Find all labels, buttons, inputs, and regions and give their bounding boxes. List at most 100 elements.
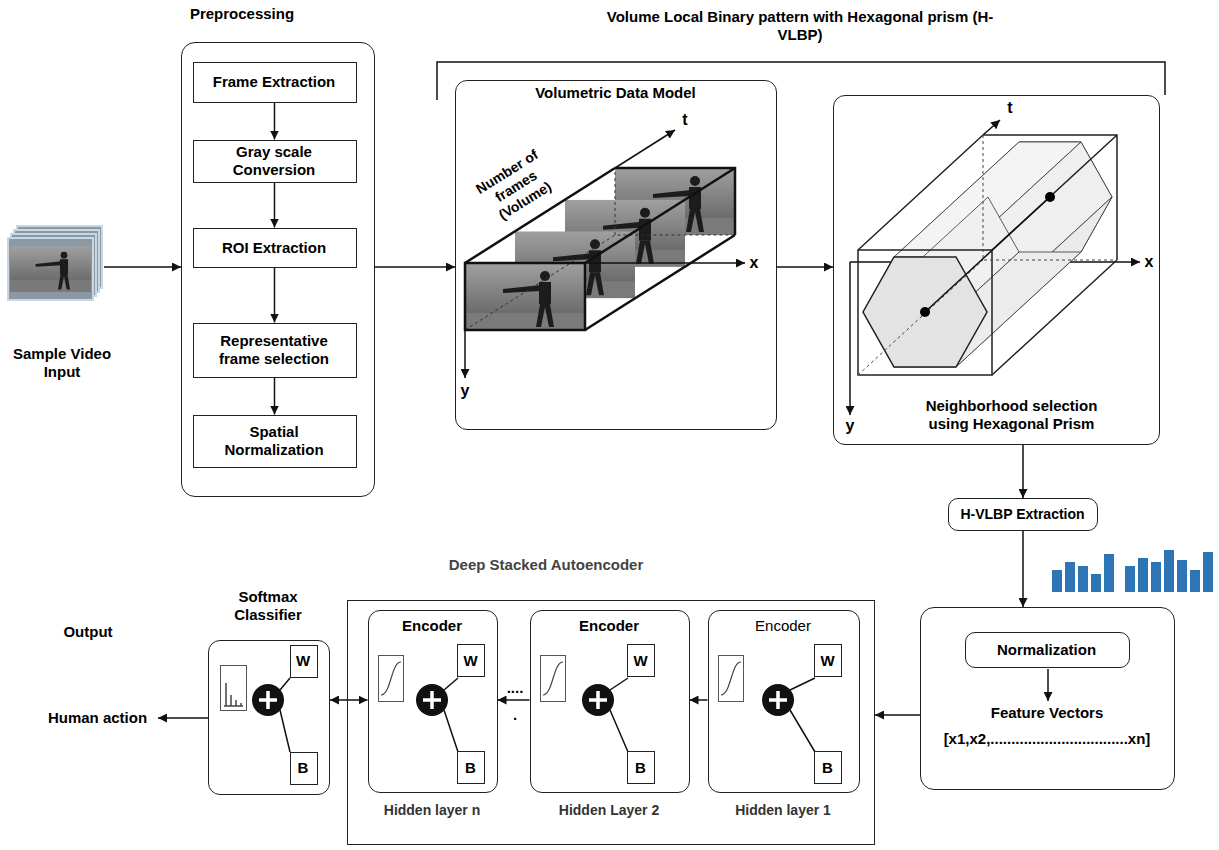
process-box: Normalization xyxy=(965,632,1130,668)
weight-link xyxy=(790,678,815,752)
cuboid-face xyxy=(465,263,585,330)
preprocessing-panel: PreprocessingFrame ExtractionGray scale … xyxy=(181,42,375,497)
process-box: Gray scale Conversion xyxy=(193,140,357,183)
x-axis xyxy=(585,262,745,264)
weight-link xyxy=(610,678,628,752)
matrix-label: W xyxy=(291,652,316,670)
prism-face xyxy=(863,197,1019,367)
process-label: H-VLBP Extraction xyxy=(954,506,1091,523)
panel-caption: Neighborhood selection using Hexagonal P… xyxy=(909,397,1114,433)
output-label: Human action xyxy=(40,709,155,727)
softmax-unit xyxy=(221,666,291,753)
axis-label: x xyxy=(1143,252,1155,271)
feature-panel: Feature Vectors[x1,x2,..................… xyxy=(920,607,1175,790)
matrix-label: W xyxy=(458,652,483,670)
flow-arrow xyxy=(330,699,368,701)
sigmoid-icon xyxy=(379,656,404,702)
bias-box: B xyxy=(457,751,485,784)
flow-arrow xyxy=(777,266,833,268)
section-title: Volume Local Binary pattern with Hexagon… xyxy=(600,8,1000,44)
flow-arrow xyxy=(274,378,276,415)
bias-box: B xyxy=(814,751,842,784)
histogram-bar xyxy=(1052,570,1062,592)
output-heading: Output xyxy=(48,623,128,641)
matrix-label: B xyxy=(815,759,840,777)
axis-label: t xyxy=(1004,98,1016,117)
flow-arrow xyxy=(498,699,530,701)
softmax-box: Softmax ClassifierWB xyxy=(208,640,330,795)
flow-arrow xyxy=(875,714,920,716)
sigmoid-icon xyxy=(541,656,566,702)
matrix-label: B xyxy=(291,759,316,777)
axis-label: y xyxy=(459,381,471,400)
t-axis xyxy=(983,120,1000,135)
feature-vector: [x1,x2,.................................… xyxy=(921,730,1173,748)
flow-arrow xyxy=(375,266,455,268)
ellipsis-mark: .... xyxy=(502,679,528,697)
histogram-bar xyxy=(1203,552,1213,592)
panel-heading: Deep Stacked Autoencoder xyxy=(396,556,696,574)
flow-arrow xyxy=(690,699,708,701)
encoder-box: EncoderHidden layer nWB xyxy=(368,610,498,793)
weight-box: W xyxy=(290,645,318,678)
bias-box: B xyxy=(627,751,655,784)
center-line xyxy=(925,197,1050,312)
hexagon-front xyxy=(863,257,987,367)
ellipsis-mark: . xyxy=(502,706,528,724)
axis-label: y xyxy=(844,416,856,435)
flow-arrow xyxy=(104,266,181,268)
weight-link xyxy=(444,678,458,752)
sum-node xyxy=(762,684,794,716)
process-label: Gray scale Conversion xyxy=(204,143,345,179)
video-image xyxy=(10,246,91,291)
center-pixel xyxy=(1045,192,1055,202)
weight-box: W xyxy=(814,644,842,677)
softmax-bars xyxy=(224,683,243,706)
histogram-bar xyxy=(1151,562,1161,592)
process-box: H-VLBP Extraction xyxy=(948,498,1098,531)
flow-arrow xyxy=(1022,531,1024,607)
video-frame xyxy=(465,263,585,330)
histogram-bar xyxy=(1190,570,1200,592)
sigmoid-icon xyxy=(719,656,744,702)
matrix-label: B xyxy=(458,759,483,777)
panel-heading: Volumetric Data Model xyxy=(456,84,775,102)
center-pixel xyxy=(920,307,930,317)
encoder-unit xyxy=(541,656,629,753)
weight-link xyxy=(280,678,290,752)
t-axis xyxy=(615,130,675,168)
video-frame xyxy=(8,238,93,300)
input-caption: Sample Video Input xyxy=(5,345,119,381)
histograms xyxy=(1052,550,1213,592)
process-label: Frame Extraction xyxy=(204,73,345,91)
encoder-heading: Encoder xyxy=(369,617,496,635)
axis-label: t xyxy=(679,110,691,129)
process-label: Normalization xyxy=(971,641,1123,659)
process-box: Frame Extraction xyxy=(193,62,357,103)
process-box: Representative frame selection xyxy=(193,323,357,378)
flow-arrow xyxy=(274,103,276,140)
volume-panel: Volumetric Data ModelNumber of frames (V… xyxy=(455,80,777,430)
process-label: ROI Extraction xyxy=(204,239,345,257)
encoder-unit xyxy=(379,656,459,753)
flow-arrow xyxy=(274,183,276,228)
layer-heading: Softmax Classifier xyxy=(228,588,308,624)
autoencoder-panel: Deep Stacked AutoencoderEncoderHidden la… xyxy=(347,600,875,845)
sum-node xyxy=(252,684,284,716)
flow-arrow xyxy=(1047,669,1049,701)
cuboid-edge xyxy=(858,135,1117,375)
hexagonal-prism xyxy=(850,120,1140,415)
encoder-heading: Encoder xyxy=(709,617,858,635)
weight-box: W xyxy=(457,644,485,677)
encoder-heading: Encoder xyxy=(531,617,688,635)
histogram-bar xyxy=(1125,566,1135,592)
encoder-box: EncoderHidden Layer 2WB xyxy=(530,610,690,793)
process-label: Spatial Normalization xyxy=(204,423,345,459)
bias-box: B xyxy=(290,752,318,785)
histogram-bar xyxy=(1091,574,1101,592)
process-label: Representative frame selection xyxy=(204,332,345,368)
process-box: Spatial Normalization xyxy=(193,415,357,468)
neighborhood-panel: Neighborhood selection using Hexagonal P… xyxy=(833,95,1160,445)
panel-heading: Preprocessing xyxy=(182,5,302,23)
